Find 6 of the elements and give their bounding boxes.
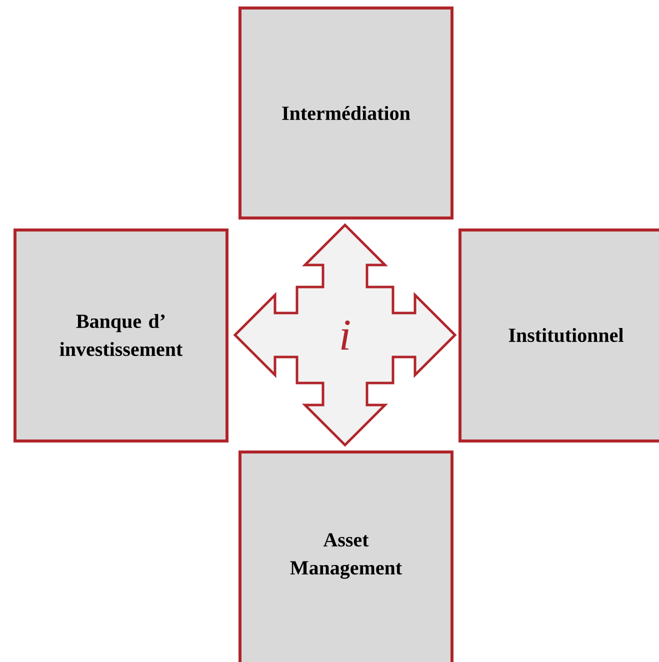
category-box: Banque d’ investissement xyxy=(14,228,228,442)
category-box: Institutionnel xyxy=(458,228,659,442)
letter: i xyxy=(341,320,350,350)
four-way-arrow xyxy=(233,223,457,447)
category-box: Asset Management xyxy=(238,450,454,662)
category-box: Intermédiation xyxy=(238,6,454,220)
